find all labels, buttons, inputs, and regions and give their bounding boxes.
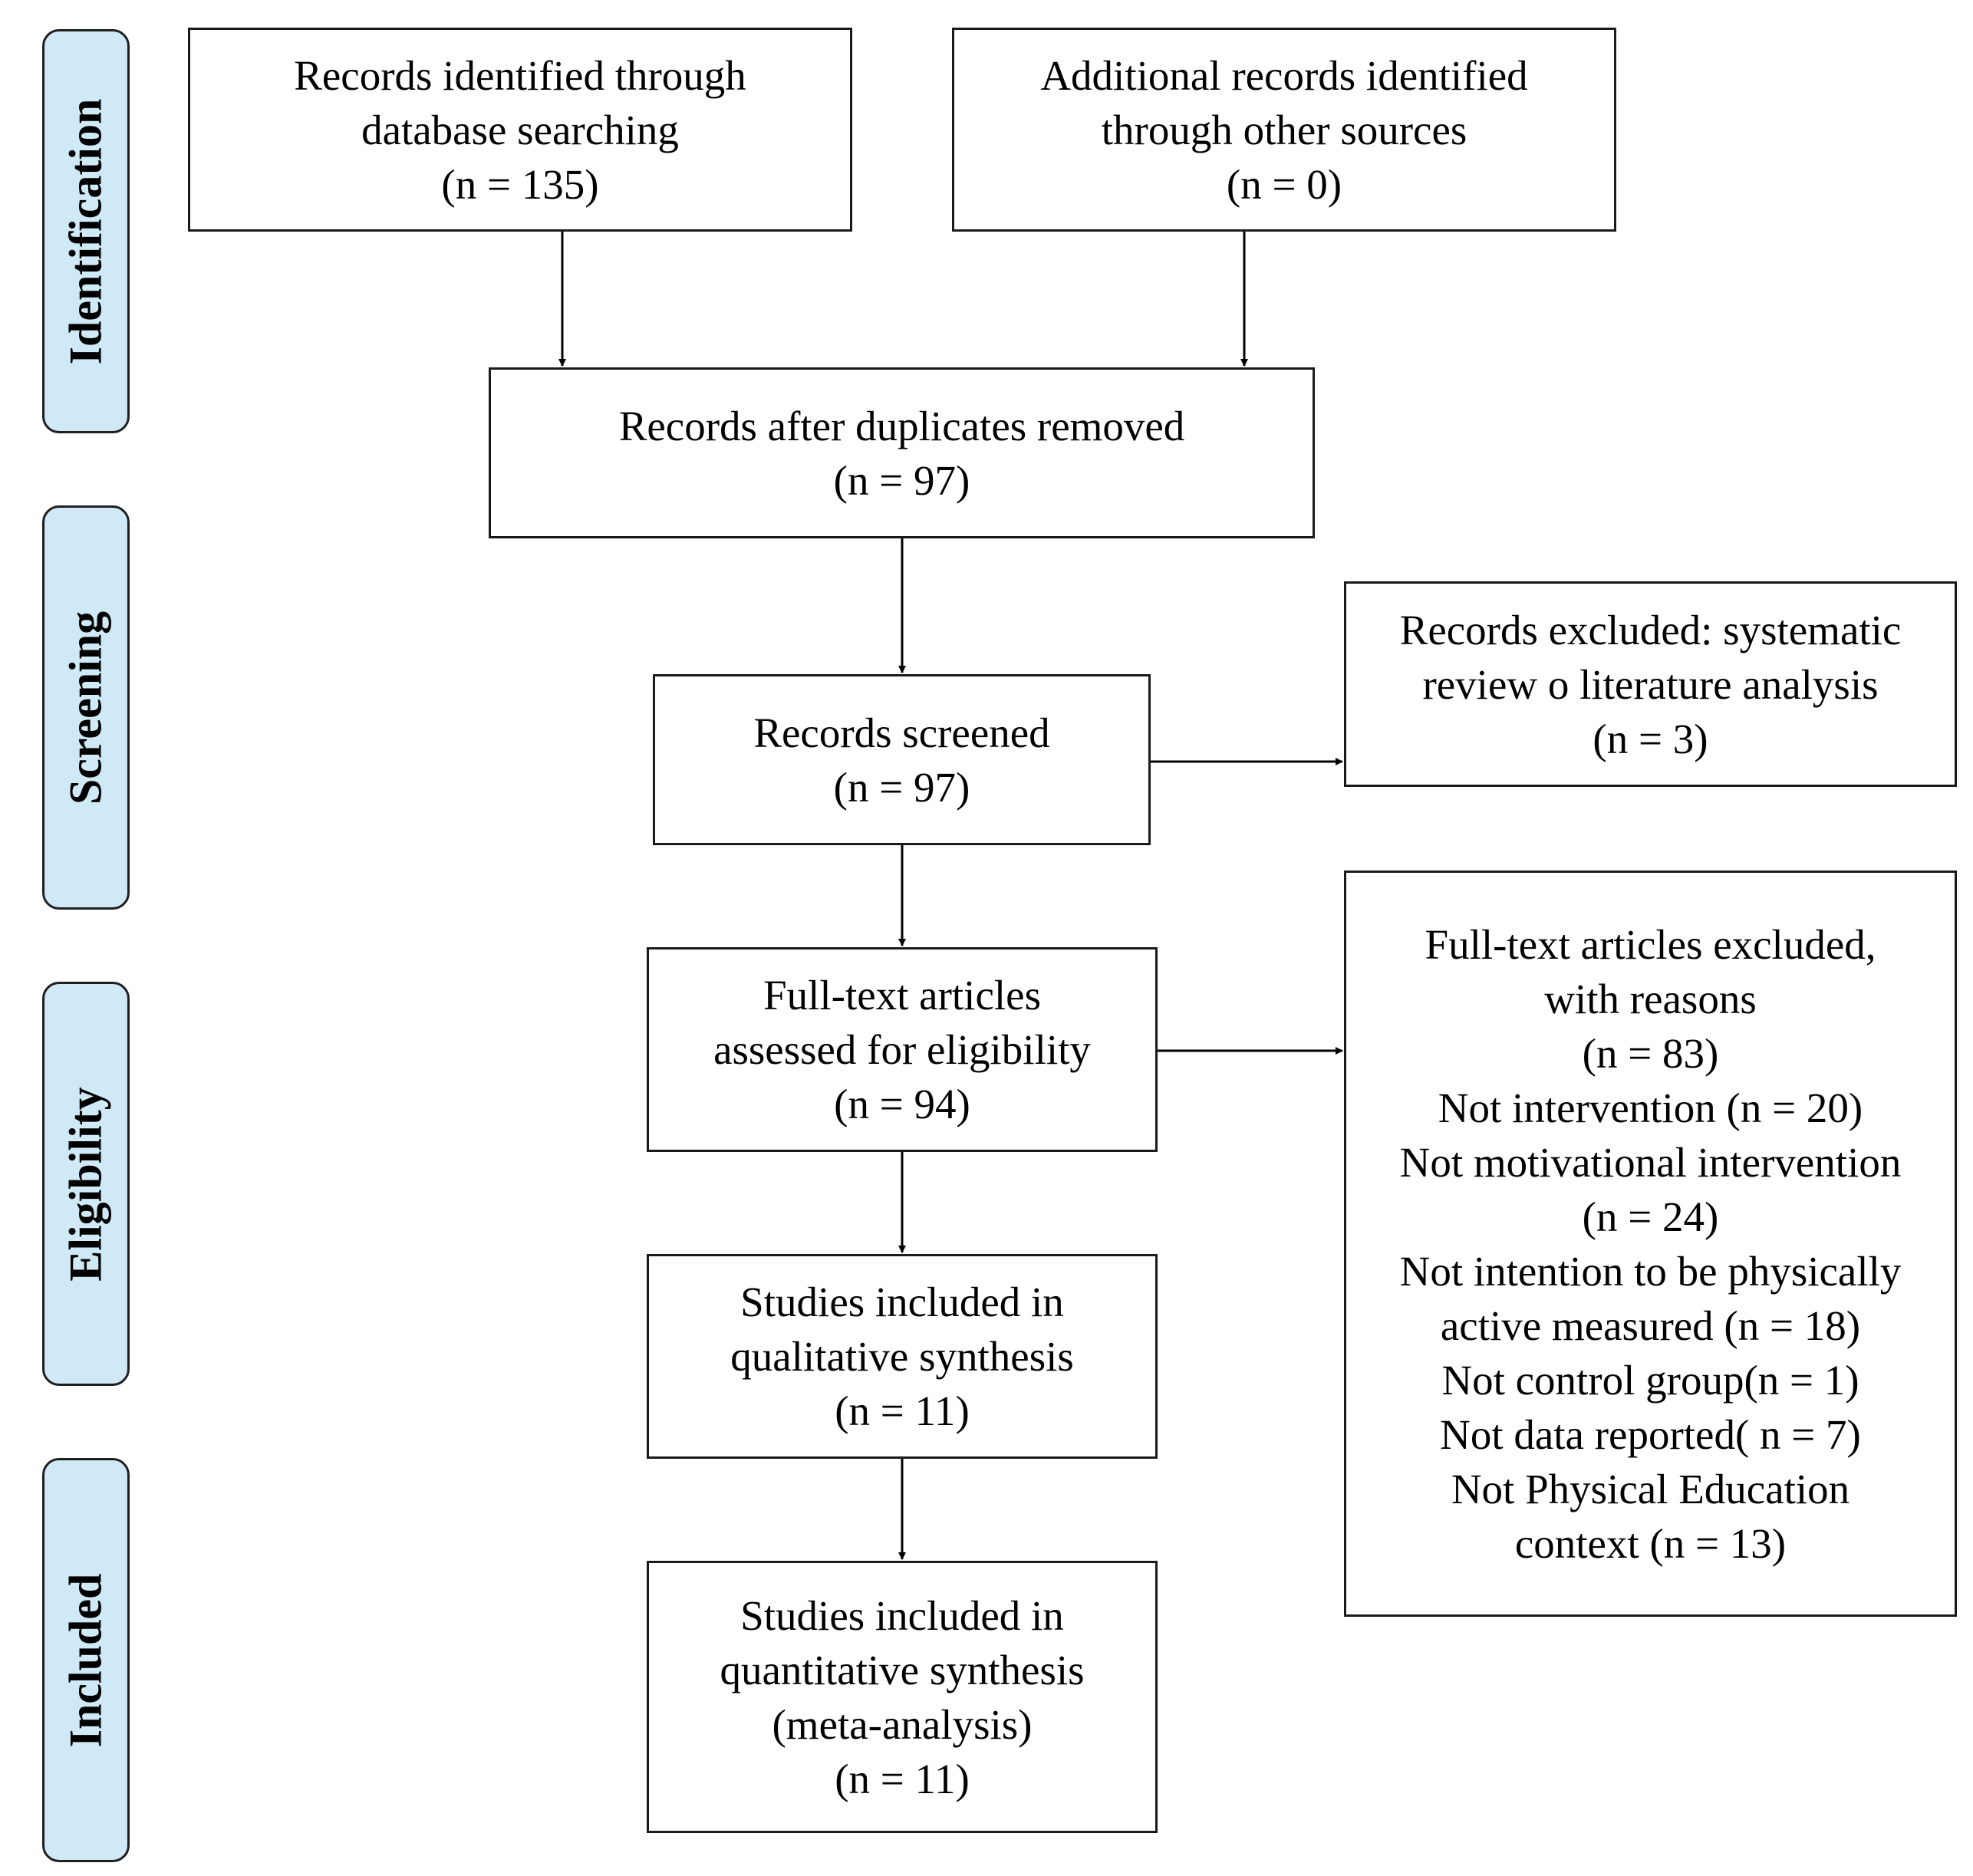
records-screened-box: Records screened (n = 97): [653, 674, 1151, 845]
box-text-line: Not control group(n = 1): [1441, 1356, 1859, 1404]
records-database-text: Records identified through database searc…: [294, 48, 746, 212]
box-text-line: Not data reported( n = 7): [1440, 1410, 1861, 1458]
qualitative-synthesis-text: Studies included in qualitative synthesis…: [730, 1275, 1074, 1438]
fulltext-assessed-box: Full-text articles assessed for eligibili…: [647, 947, 1158, 1152]
phase-screening-label: Screening: [60, 611, 111, 805]
box-text-line: (n = 97): [833, 763, 970, 811]
box-text-line: (n = 83): [1582, 1029, 1719, 1077]
box-text-line: Not intention to be physically: [1399, 1247, 1902, 1295]
phase-identification: Identification: [42, 29, 130, 433]
records-excluded-box: Records excluded: systematic review o lit…: [1344, 581, 1957, 787]
records-screened-text: Records screened (n = 97): [753, 706, 1049, 815]
fulltext-assessed-text: Full-text articles assessed for eligibili…: [713, 968, 1091, 1131]
box-text-line: (n = 11): [835, 1387, 970, 1434]
box-text-line: Full-text articles: [763, 972, 1041, 1019]
box-text-line: assessed for eligibility: [713, 1026, 1091, 1073]
fulltext-excluded-box: Full-text articles excluded, with reasons…: [1344, 871, 1957, 1617]
box-text-line: (n = 3): [1593, 715, 1708, 762]
phase-identification-label: Identification: [60, 98, 111, 364]
box-text-line: (n = 0): [1226, 160, 1342, 208]
box-text-line: with reasons: [1544, 975, 1757, 1022]
box-text-line: Not Physical Education: [1451, 1465, 1850, 1512]
duplicates-removed-text: Records after duplicates removed (n = 97): [619, 399, 1185, 508]
quantitative-synthesis-box: Studies included in quantitative synthesi…: [647, 1561, 1158, 1833]
box-text-line: Records after duplicates removed: [618, 402, 1185, 449]
quantitative-synthesis-text: Studies included in quantitative synthesi…: [720, 1588, 1084, 1806]
records-other-sources-text: Additional records identified through oth…: [1040, 48, 1527, 212]
box-text-line: (n = 135): [441, 160, 599, 208]
box-text-line: Additional records identified: [1040, 51, 1528, 99]
phase-eligibility-label: Eligibility: [60, 1086, 111, 1282]
box-text-line: active measured (n = 18): [1440, 1302, 1861, 1349]
box-text-line: qualitative synthesis: [730, 1333, 1074, 1380]
box-text-line: through other sources: [1101, 106, 1467, 153]
box-text-line: Not motivational intervention: [1399, 1138, 1902, 1186]
box-text-line: Records identified through: [294, 51, 746, 99]
phase-included: Included: [42, 1458, 130, 1862]
box-text-line: context (n = 13): [1514, 1519, 1787, 1567]
box-text-line: Records excluded: systematic: [1399, 606, 1902, 653]
qualitative-synthesis-box: Studies included in qualitative synthesis…: [647, 1254, 1158, 1459]
box-text-line: Studies included in: [740, 1279, 1064, 1325]
duplicates-removed-box: Records after duplicates removed (n = 97): [489, 367, 1315, 538]
phase-screening: Screening: [42, 505, 130, 910]
box-text-line: Studies included in: [740, 1591, 1064, 1639]
records-database-box: Records identified through database searc…: [188, 28, 852, 232]
box-text-line: Records screened: [753, 709, 1050, 756]
phase-included-label: Included: [60, 1573, 111, 1747]
records-excluded-text: Records excluded: systematic review o lit…: [1400, 603, 1902, 766]
box-text-line: Not intervention (n = 20): [1438, 1084, 1863, 1131]
box-text-line: database searching: [361, 106, 679, 153]
box-text-line: (n = 24): [1582, 1193, 1719, 1240]
records-other-sources-box: Additional records identified through oth…: [952, 28, 1616, 232]
fulltext-excluded-text: Full-text articles excluded, with reasons…: [1400, 917, 1902, 1571]
box-text-line: review o literature analysis: [1422, 660, 1879, 708]
box-text-line: quantitative synthesis: [720, 1646, 1085, 1693]
box-text-line: (n = 11): [835, 1755, 970, 1802]
phase-eligibility: Eligibility: [42, 982, 130, 1386]
box-text-line: (meta-analysis): [772, 1700, 1033, 1748]
box-text-line: (n = 97): [833, 456, 970, 504]
box-text-line: Full-text articles excluded,: [1425, 920, 1876, 968]
box-text-line: (n = 94): [834, 1081, 970, 1127]
